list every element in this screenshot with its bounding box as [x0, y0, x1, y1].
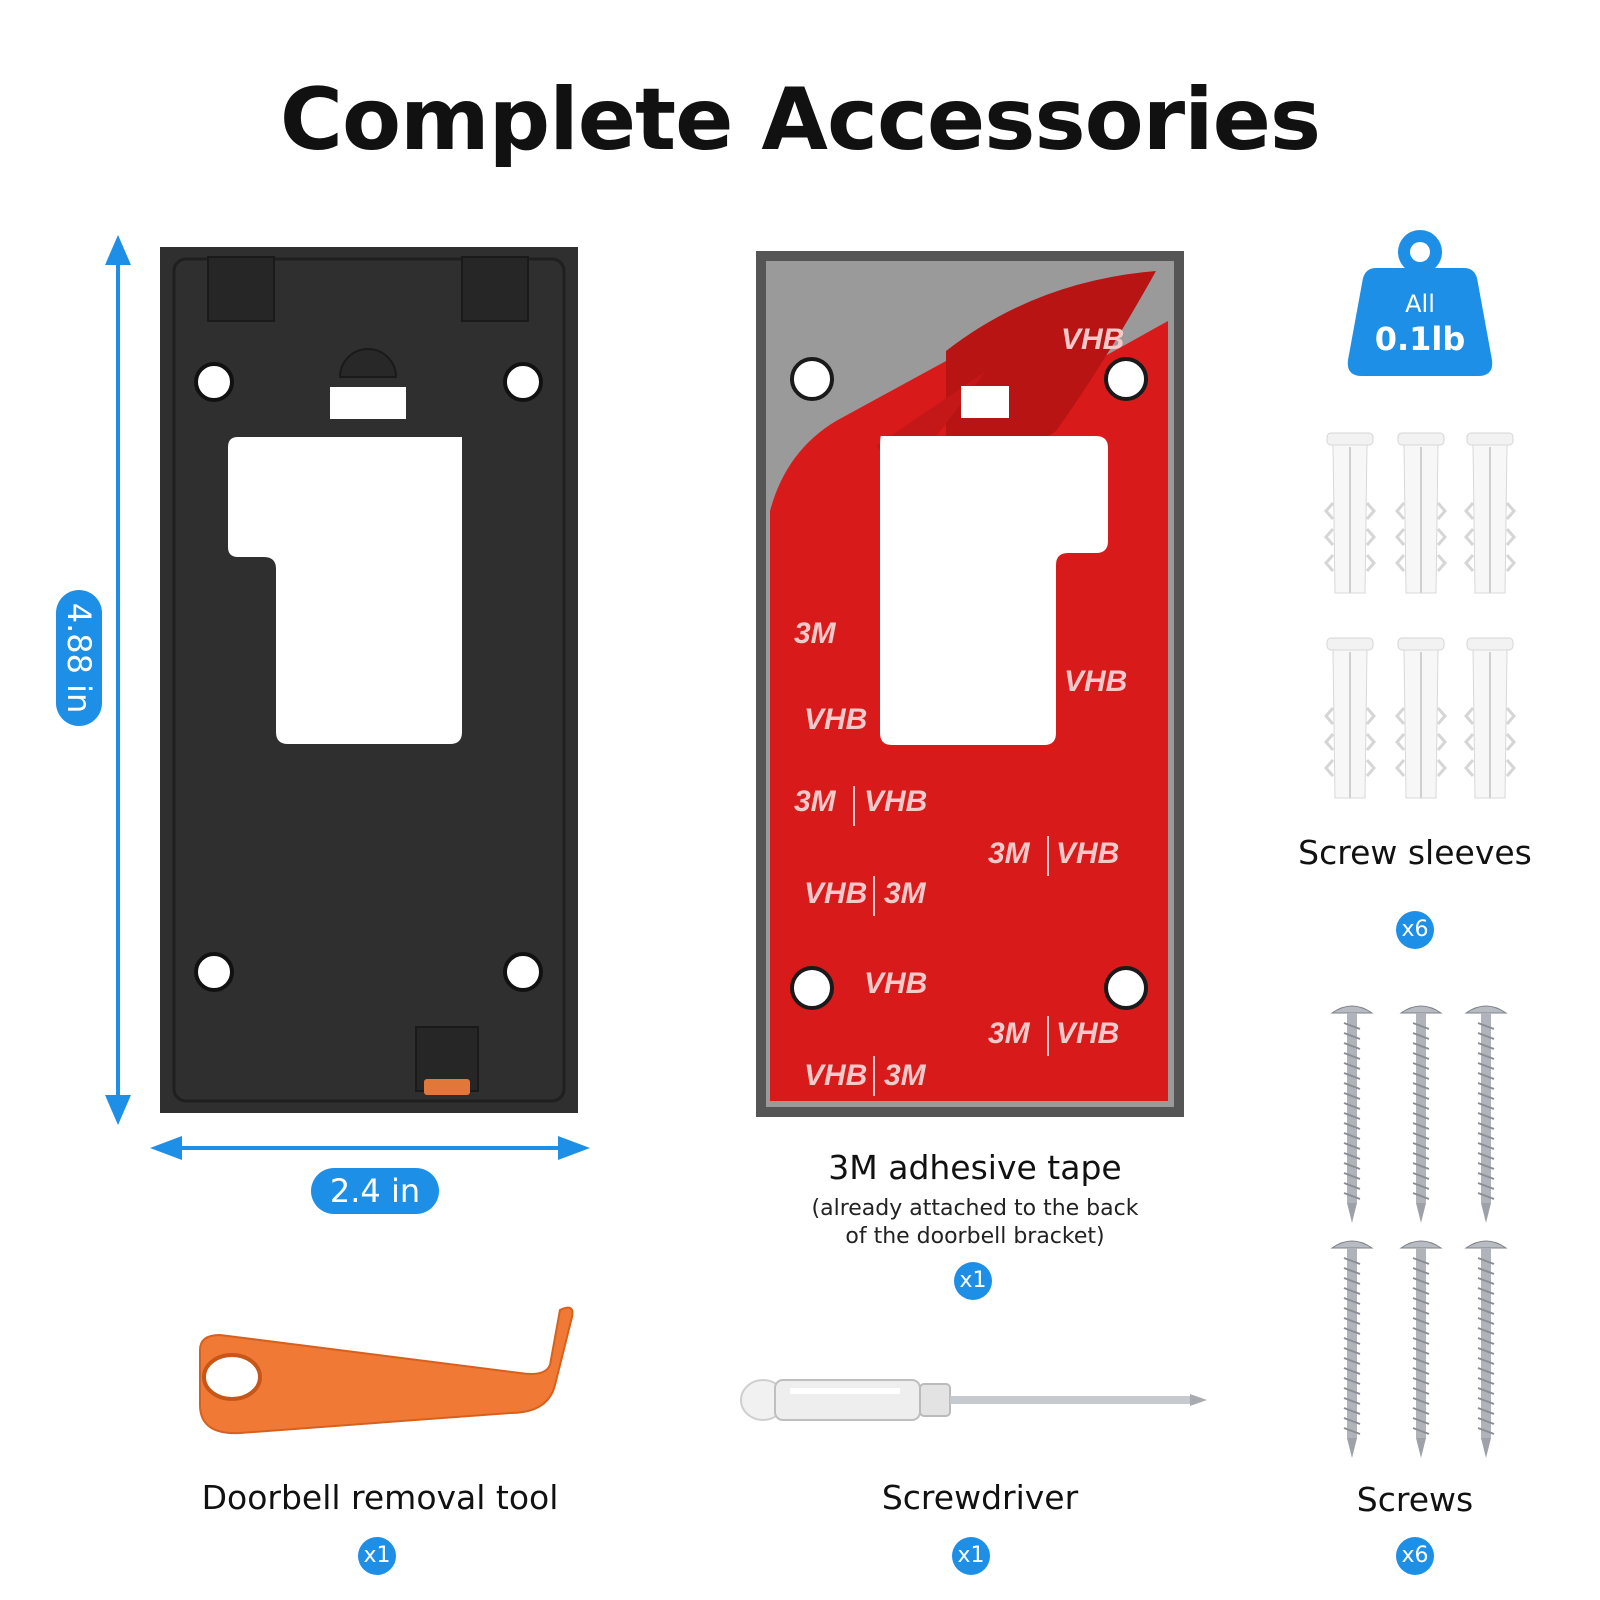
- screw-sleeve: [1324, 431, 1376, 595]
- screwdriver-label: Screwdriver: [881, 1478, 1079, 1517]
- adhesive-tape-panel: VHB 3M VHB VHB 3M VHB 3M VHB VHB 3M VHB …: [756, 251, 1184, 1117]
- screw-sleeve: [1464, 636, 1516, 800]
- screw-sleeves-qty-badge: x6: [1396, 911, 1434, 949]
- tape-brand-mark: 3M: [988, 837, 1031, 870]
- height-label: 4.88 in: [60, 602, 98, 714]
- screw: [1331, 1005, 1373, 1224]
- screw: [1465, 1240, 1507, 1459]
- width-dimension-arrow: [150, 1136, 590, 1160]
- page-title: Complete Accessories: [279, 70, 1321, 170]
- removal-tool-image: [199, 1306, 574, 1435]
- tape-brand-mark: VHB: [1056, 837, 1119, 870]
- screw: [1400, 1240, 1442, 1459]
- tape-brand-mark: VHB: [864, 967, 927, 1000]
- tape-brand-mark: VHB: [804, 877, 867, 910]
- screw-sleeves-image: [1324, 431, 1516, 800]
- removal-tool-qty-badge: x1: [358, 1537, 396, 1575]
- weight-badge-line2: 0.1lb: [1374, 320, 1466, 358]
- weight-badge-icon: [1347, 230, 1493, 376]
- mounting-bracket: [160, 247, 578, 1113]
- tape-brand-mark: VHB: [864, 785, 927, 818]
- screws-image: [1331, 1005, 1507, 1459]
- tape-brand-mark: 3M: [988, 1017, 1031, 1050]
- screw-sleeves-label: Screw sleeves: [1298, 833, 1532, 872]
- screw-sleeve: [1395, 431, 1447, 595]
- screw-sleeve: [1324, 636, 1376, 800]
- screw: [1400, 1005, 1442, 1224]
- width-label: 2.4 in: [329, 1172, 421, 1210]
- tape-brand-mark: 3M: [884, 877, 927, 910]
- tape-brand-mark: 3M: [794, 617, 837, 650]
- tape-label: 3M adhesive tape: [828, 1148, 1122, 1187]
- screws-label: Screws: [1356, 1480, 1474, 1519]
- screw: [1465, 1005, 1507, 1224]
- removal-tool-label: Doorbell removal tool: [201, 1478, 559, 1517]
- tape-brand-mark: VHB: [804, 703, 867, 736]
- tape-brand-mark: 3M: [884, 1059, 927, 1092]
- screws-qty-badge: x6: [1396, 1537, 1434, 1575]
- width-label-pill: 2.4 in: [311, 1168, 439, 1214]
- screw: [1331, 1240, 1373, 1459]
- tape-brand-mark: 3M: [794, 785, 837, 818]
- screwdriver-qty-badge: x1: [952, 1537, 990, 1575]
- tape-brand-mark: VHB: [1056, 1017, 1119, 1050]
- tape-brand-mark: VHB: [1064, 665, 1127, 698]
- screw-sleeve: [1395, 636, 1447, 800]
- height-label-pill: 4.88 in: [56, 590, 102, 726]
- weight-badge-line1: All: [1405, 290, 1435, 318]
- tape-brand-mark: VHB: [1061, 323, 1124, 356]
- tape-note-line2: of the doorbell bracket): [845, 1224, 1105, 1249]
- screwdriver-image: [740, 1379, 1207, 1421]
- tape-qty-badge: x1: [954, 1262, 992, 1300]
- tape-brand-mark: VHB: [804, 1059, 867, 1092]
- screw-sleeve: [1464, 431, 1516, 595]
- tape-note-line1: (already attached to the back: [811, 1196, 1139, 1221]
- height-dimension-arrow: [105, 235, 131, 1125]
